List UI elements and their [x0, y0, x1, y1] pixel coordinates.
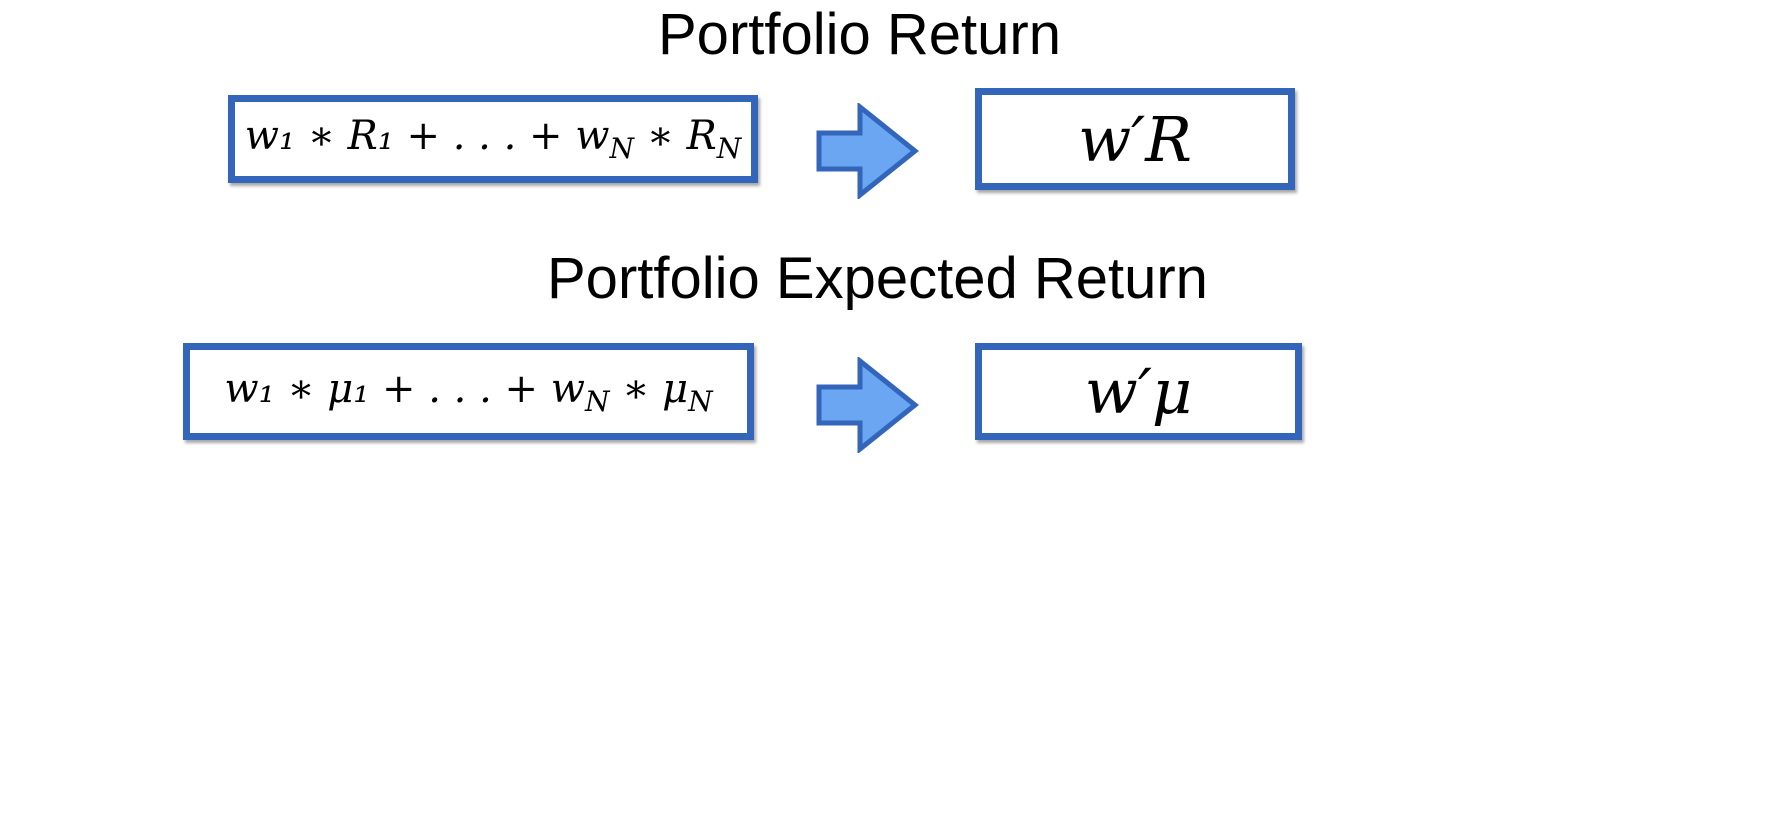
- portfolio-expected-return-compact-box: w′μ: [975, 343, 1302, 440]
- portfolio-expected-return-expanded-box: w₁ ∗ μ₁ + . . . + wN ∗ μN: [183, 343, 754, 440]
- portfolio-return-compact-formula: w′R: [1078, 102, 1192, 176]
- right-arrow-icon: [816, 357, 919, 453]
- portfolio-return-title: Portfolio Return: [658, 2, 1061, 67]
- portfolio-return-expanded-box: w₁ ∗ R₁ + . . . + wN ∗ RN: [228, 95, 758, 183]
- portfolio-expected-return-compact-formula: w′μ: [1084, 355, 1193, 428]
- portfolio-expected-return-expanded-formula: w₁ ∗ μ₁ + . . . + wN ∗ μN: [224, 365, 713, 418]
- portfolio-return-expanded-formula: w₁ ∗ R₁ + . . . + wN ∗ RN: [244, 113, 742, 165]
- portfolio-return-compact-box: w′R: [975, 88, 1295, 190]
- right-arrow-icon: [816, 103, 919, 199]
- portfolio-expected-return-title: Portfolio Expected Return: [547, 246, 1208, 311]
